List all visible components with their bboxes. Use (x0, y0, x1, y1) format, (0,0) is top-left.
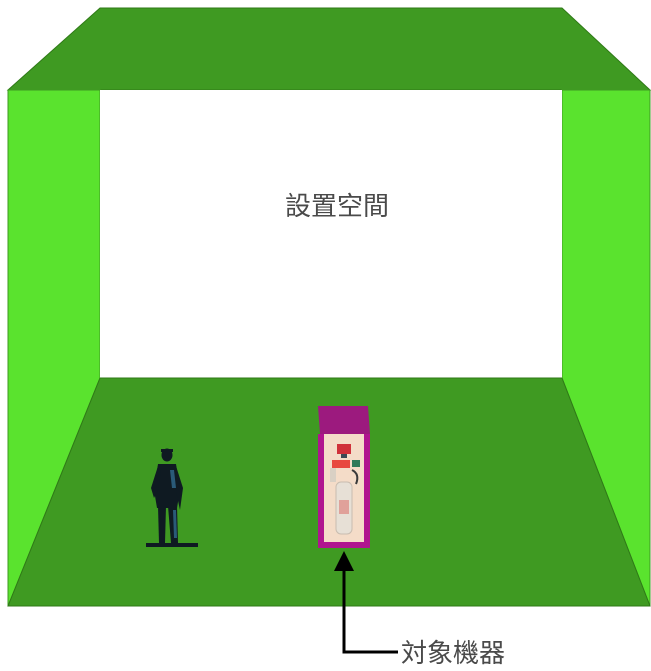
back-wall-panel (100, 90, 562, 378)
target-pointer-arrow (334, 551, 398, 654)
standing-person-icon (146, 448, 198, 547)
fire-extinguisher-cylinder-icon (330, 444, 360, 535)
ceiling-panel (6, 7, 651, 91)
space-label: 設置空間 (285, 192, 389, 222)
target-equipment-label: 対象機器 (401, 639, 505, 669)
